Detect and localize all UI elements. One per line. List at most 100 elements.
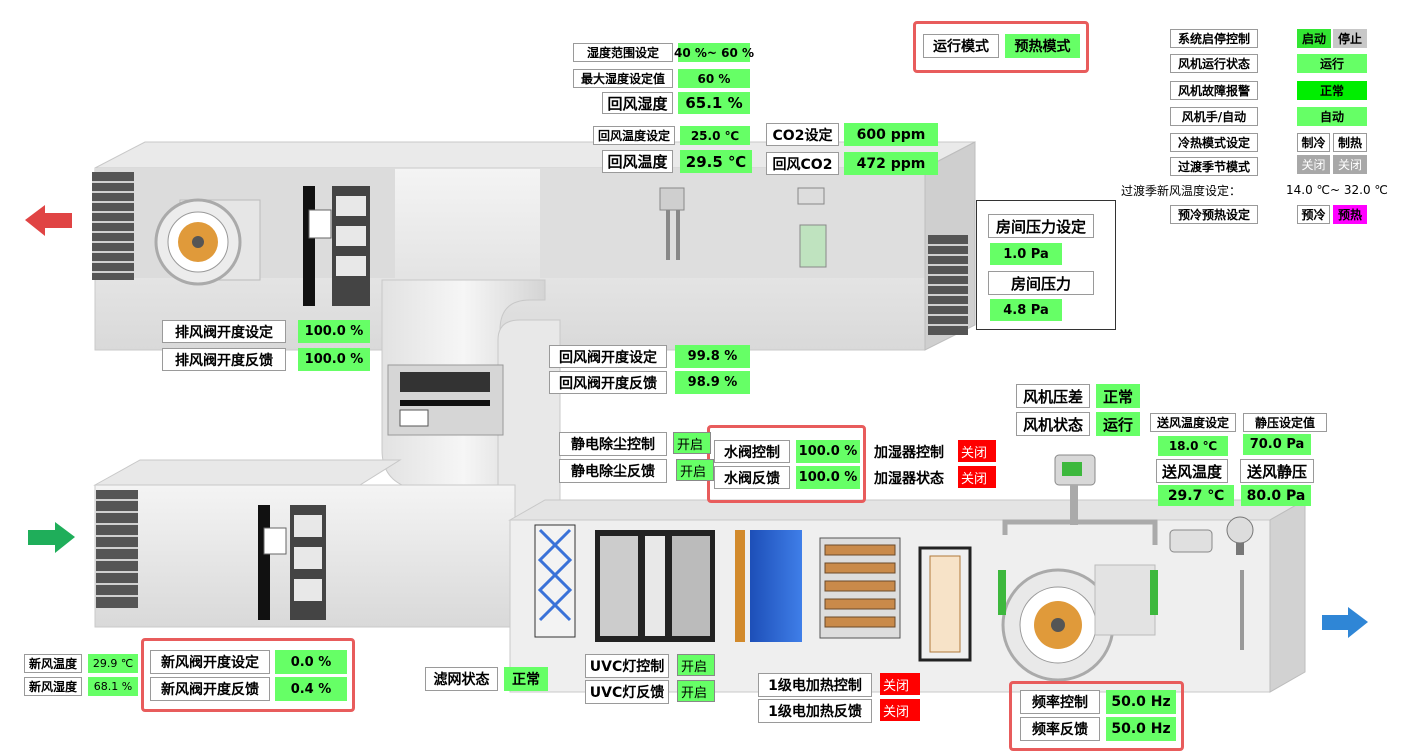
heater-ctrl-label: 1级电加热控制: [758, 673, 872, 697]
system-stop-button[interactable]: 停止: [1333, 29, 1367, 48]
humidity-range-label: 湿度范围设定: [573, 43, 673, 62]
lower-duct: [93, 454, 1307, 693]
cool-mode-button[interactable]: 制冷: [1297, 133, 1330, 152]
humidity-max-label: 最大湿度设定值: [573, 69, 673, 88]
humidifier-state-label: 加湿器状态: [867, 466, 951, 489]
fresh-hum-value: 68.1 %: [88, 677, 138, 696]
humidity-range-value[interactable]: 40 %~ 60 %: [674, 43, 754, 62]
return-damper-fb-value: 98.9 %: [675, 371, 750, 394]
transition-mode-label: 过渡季节模式: [1170, 157, 1258, 176]
connecting-duct: [381, 279, 561, 521]
return-damper-set-value[interactable]: 99.8 %: [675, 345, 750, 368]
room-pressure-value: 4.8 Pa: [990, 299, 1062, 321]
transition-off-button-2[interactable]: 关闭: [1333, 155, 1367, 174]
supply-temp-set-value[interactable]: 18.0 ℃: [1158, 436, 1228, 456]
water-valve-ctrl-value[interactable]: 100.0 %: [796, 440, 860, 463]
uvc-fb-label: UVC灯反馈: [585, 680, 669, 704]
supply-static-value: 80.0 Pa: [1241, 485, 1311, 506]
room-pressure-set-label: 房间压力设定: [988, 214, 1094, 238]
esp-ctrl-label: 静电除尘控制: [559, 432, 667, 456]
return-co2-value: 472 ppm: [844, 152, 938, 175]
filter-label: 滤网状态: [425, 667, 498, 691]
fan-state-label: 风机状态: [1016, 412, 1090, 436]
exhaust-damper-fb-value: 100.0 %: [298, 348, 370, 371]
uvc-ctrl-value[interactable]: 开启: [677, 654, 715, 676]
return-temp-value: 29.5 ℃: [680, 150, 752, 173]
frequency-frame: [1009, 681, 1184, 751]
fresh-temp-label: 新风温度: [24, 654, 82, 673]
fresh-damper-fb-value: 0.4 %: [275, 677, 347, 701]
exhaust-damper: [303, 186, 370, 306]
exhaust-damper-set-value[interactable]: 100.0 %: [298, 320, 370, 343]
fresh-temp-value: 29.9 ℃: [88, 654, 138, 673]
humidity-max-value[interactable]: 60 %: [678, 69, 750, 88]
precool-button[interactable]: 预冷: [1297, 205, 1330, 224]
uvc-fb-value: 开启: [677, 680, 715, 702]
run-mode-frame: [913, 21, 1089, 73]
humidifier-ctrl-label: 加湿器控制: [867, 440, 951, 463]
exhaust-damper-fb-label: 排风阀开度反馈: [162, 348, 286, 371]
fresh-air-arrow-icon: [28, 522, 75, 553]
return-humidity-label: 回风湿度: [602, 92, 673, 114]
esp-fb-label: 静电除尘反馈: [559, 459, 667, 483]
fresh-damper-set-label: 新风阀开度设定: [150, 650, 270, 674]
fresh-hum-label: 新风湿度: [24, 677, 82, 696]
transition-temp-label: 过渡季新风温度设定：: [1121, 184, 1242, 198]
heater-fb-value: 关闭: [880, 699, 920, 721]
return-damper-fb-label: 回风阀开度反馈: [549, 371, 667, 394]
supply-arrow-icon: [1322, 607, 1368, 638]
exhaust-damper-set-label: 排风阀开度设定: [162, 320, 286, 343]
preheat-button[interactable]: 预热: [1333, 205, 1367, 224]
frequency-ctrl-label: 频率控制: [1020, 690, 1100, 714]
fresh-damper-set-value[interactable]: 0.0 %: [275, 650, 347, 674]
run-mode-value[interactable]: 预热模式: [1005, 34, 1080, 58]
room-pressure-label: 房间压力: [988, 271, 1094, 295]
frequency-fb-value: 50.0 Hz: [1106, 717, 1176, 741]
exhaust-arrow-icon: [25, 205, 72, 236]
supply-static-label: 送风静压: [1240, 459, 1314, 483]
frequency-ctrl-value[interactable]: 50.0 Hz: [1106, 690, 1176, 714]
return-temp-set-value[interactable]: 25.0 ℃: [680, 126, 750, 145]
supply-temp-label: 送风温度: [1156, 459, 1228, 483]
frequency-fb-label: 频率反馈: [1020, 717, 1100, 741]
uvc-ctrl-label: UVC灯控制: [585, 654, 669, 678]
heater-ctrl-value[interactable]: 关闭: [880, 673, 920, 695]
system-start-button[interactable]: 启动: [1297, 29, 1331, 48]
return-temp-label: 回风温度: [602, 150, 673, 173]
co2-set-value[interactable]: 600 ppm: [844, 123, 938, 146]
fan-run-status-label: 风机运行状态: [1170, 54, 1258, 73]
fresh-damper-fb-label: 新风阀开度反馈: [150, 677, 270, 701]
esp-fb-value: 开启: [676, 459, 714, 481]
cool-heat-mode-label: 冷热模式设定: [1170, 133, 1258, 152]
transition-off-button-1[interactable]: 关闭: [1297, 155, 1330, 174]
exhaust-fan: [154, 198, 261, 286]
static-set-value[interactable]: 70.0 Pa: [1243, 434, 1311, 455]
humidifier-state-value: 关闭: [958, 466, 996, 488]
fan-dp-value: 正常: [1096, 384, 1140, 408]
supply-temp-set-label: 送风温度设定: [1150, 413, 1236, 432]
fan-mode-value[interactable]: 自动: [1297, 107, 1367, 126]
exhaust-grille: [92, 172, 134, 280]
pre-cool-heat-label: 预冷预热设定: [1170, 205, 1258, 224]
return-grille: [928, 235, 968, 335]
upper-duct: [92, 141, 976, 351]
fresh-damper-frame: [141, 638, 355, 712]
water-valve-ctrl-label: 水阀控制: [714, 440, 790, 463]
fan-mode-label: 风机手/自动: [1170, 107, 1258, 126]
return-temp-set-label: 回风温度设定: [593, 126, 675, 145]
fan-dp-label: 风机压差: [1016, 384, 1090, 408]
water-valve-fb-value: 100.0 %: [796, 466, 860, 489]
static-set-label: 静压设定值: [1243, 413, 1327, 432]
room-pressure-set-value[interactable]: 1.0 Pa: [990, 243, 1062, 265]
heat-mode-button[interactable]: 制热: [1333, 133, 1367, 152]
co2-set-label: CO2设定: [766, 123, 839, 146]
filter-value: 正常: [504, 667, 548, 691]
fan-run-status-value: 运行: [1297, 54, 1367, 73]
humidifier-ctrl-value[interactable]: 关闭: [958, 440, 996, 462]
esp-ctrl-value[interactable]: 开启: [673, 432, 711, 454]
heater-fb-label: 1级电加热反馈: [758, 699, 872, 723]
transition-temp-value: 14.0 ℃~ 32.0 ℃: [1286, 183, 1388, 197]
fan-state-value: 运行: [1096, 412, 1140, 436]
run-mode-label: 运行模式: [923, 34, 999, 58]
